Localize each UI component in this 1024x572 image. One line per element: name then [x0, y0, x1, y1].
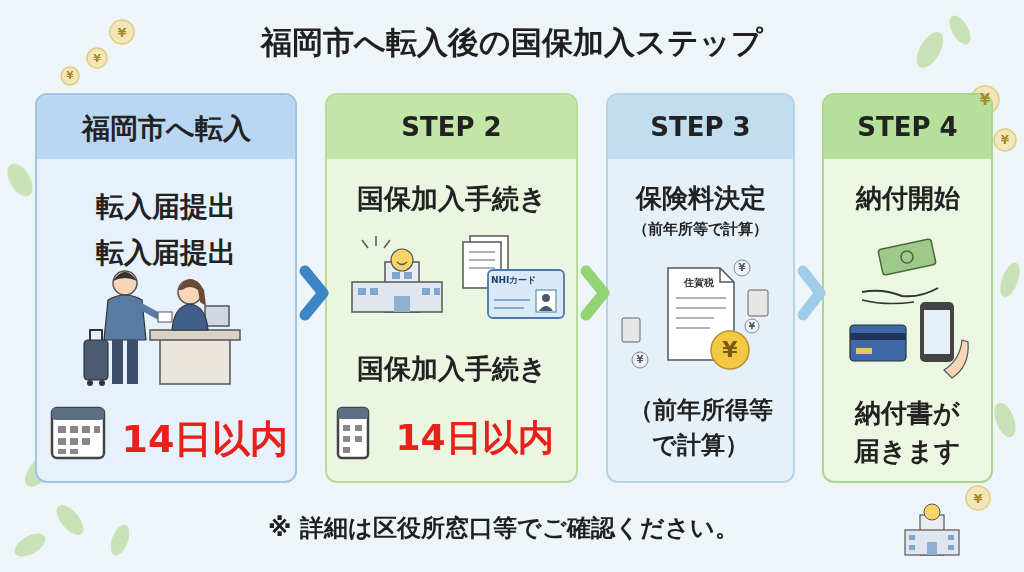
panel-heading: STEP 3 [612, 109, 789, 145]
panel-text: 納付開始 [828, 180, 987, 216]
panel-text: 納付書が 届きます [828, 395, 987, 470]
panel-text: 14日以内 [372, 413, 577, 463]
panel-heading: 福岡市へ転入 [41, 109, 291, 148]
calendar-icon [338, 408, 368, 458]
yen-symbol: ¥ [749, 322, 755, 331]
panel-text: 転入届提出 [41, 233, 291, 272]
footer-note: ※ 詳細は区役所窓口等でご確認ください。 [268, 512, 739, 544]
office-icon [905, 504, 959, 555]
yen-symbol: ¥ [637, 355, 644, 365]
panel-text: （前年所得等 で計算） [612, 393, 789, 463]
panel-text: 転入届提出 [41, 187, 291, 226]
yen-symbol: ¥ [67, 71, 74, 81]
panel-text: 国保加入手続き [331, 350, 572, 388]
panel-heading: STEP 4 [828, 109, 987, 145]
document-title: 住賀税 [684, 276, 714, 290]
panel-text: 国保加入手続き [331, 180, 572, 218]
diagram-title: 福岡市へ転入後の国保加入ステップ [0, 22, 1024, 64]
yen-symbol: ¥ [117, 26, 126, 39]
panel-heading: STEP 2 [331, 109, 572, 145]
step-chevron [297, 271, 325, 315]
yen-symbol: ¥ [973, 492, 982, 505]
step-chevron [795, 271, 822, 315]
yen-symbol: ¥ [1001, 134, 1009, 146]
yen-symbol: ¥ [93, 53, 101, 64]
city-office-illustration [352, 236, 564, 318]
step-panel: STEP 4 納付開始納付書が 届きます [822, 93, 993, 483]
payment-illustration [850, 239, 968, 378]
yen-symbol: ¥ [722, 339, 737, 361]
panel-text: 保険料決定 [612, 180, 789, 216]
panel-text: （前年所等で計算） [612, 219, 789, 240]
calendar-icon [52, 408, 104, 458]
counter-illustration [84, 271, 240, 386]
panel-text: 14日以内 [115, 413, 295, 466]
step-chevron [578, 271, 606, 315]
card-text: NHIカード [491, 274, 536, 287]
yen-symbol: ¥ [739, 263, 746, 273]
tax-document-illustration [622, 260, 768, 369]
yen-symbol: ¥ [980, 93, 990, 108]
